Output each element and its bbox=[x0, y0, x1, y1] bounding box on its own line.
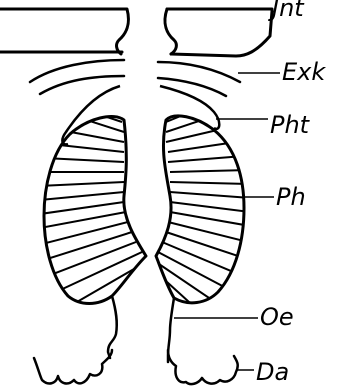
label-ph: Ph bbox=[276, 183, 306, 211]
label-pht: Pht bbox=[270, 111, 311, 139]
integument-right-fold bbox=[165, 9, 176, 54]
labels: Jnt Exk Pht Ph Oe Da bbox=[256, 0, 326, 386]
exocuticle-left-arc-1 bbox=[30, 60, 124, 82]
integument-left-contour bbox=[0, 9, 128, 54]
gut-left-lobes bbox=[34, 350, 112, 383]
pharynx-muscle-left bbox=[40, 110, 150, 312]
gut-right-lobes bbox=[168, 350, 238, 384]
integument-right-lower bbox=[171, 11, 272, 56]
label-jnt: Jnt bbox=[268, 0, 305, 22]
integument-right-contour bbox=[167, 9, 272, 11]
label-oe: Oe bbox=[260, 303, 294, 331]
integument-layer bbox=[0, 9, 272, 56]
label-exk: Exk bbox=[282, 58, 326, 86]
exocuticle-layer bbox=[30, 60, 240, 96]
exocuticle-left-arc-2 bbox=[40, 76, 124, 94]
pharynx-wall-right bbox=[160, 86, 219, 129]
label-da: Da bbox=[256, 358, 289, 386]
pharynx-muscle-right bbox=[156, 108, 250, 312]
oesophagus-left-wall bbox=[108, 296, 117, 358]
pharynx-muscle-left-outline bbox=[44, 116, 146, 303]
oesophagus bbox=[108, 296, 174, 362]
gut-lobes bbox=[34, 350, 238, 384]
